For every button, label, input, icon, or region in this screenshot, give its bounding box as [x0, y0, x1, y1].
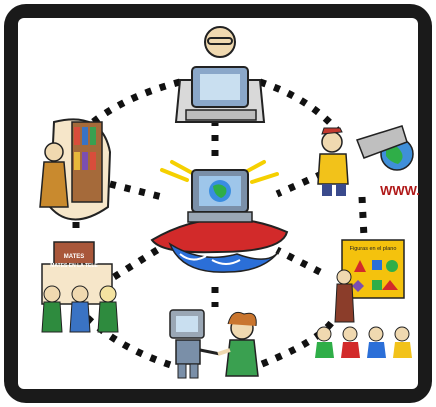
shapes-board-title: Figuras en el plano — [350, 246, 397, 252]
tv-sign-line1: MATES — [64, 254, 85, 260]
tv-sign-full: MATES EN LA TELE — [50, 263, 98, 269]
tv-sign-label: MATES — [64, 254, 85, 260]
www-caption: WWW. — [380, 183, 420, 198]
